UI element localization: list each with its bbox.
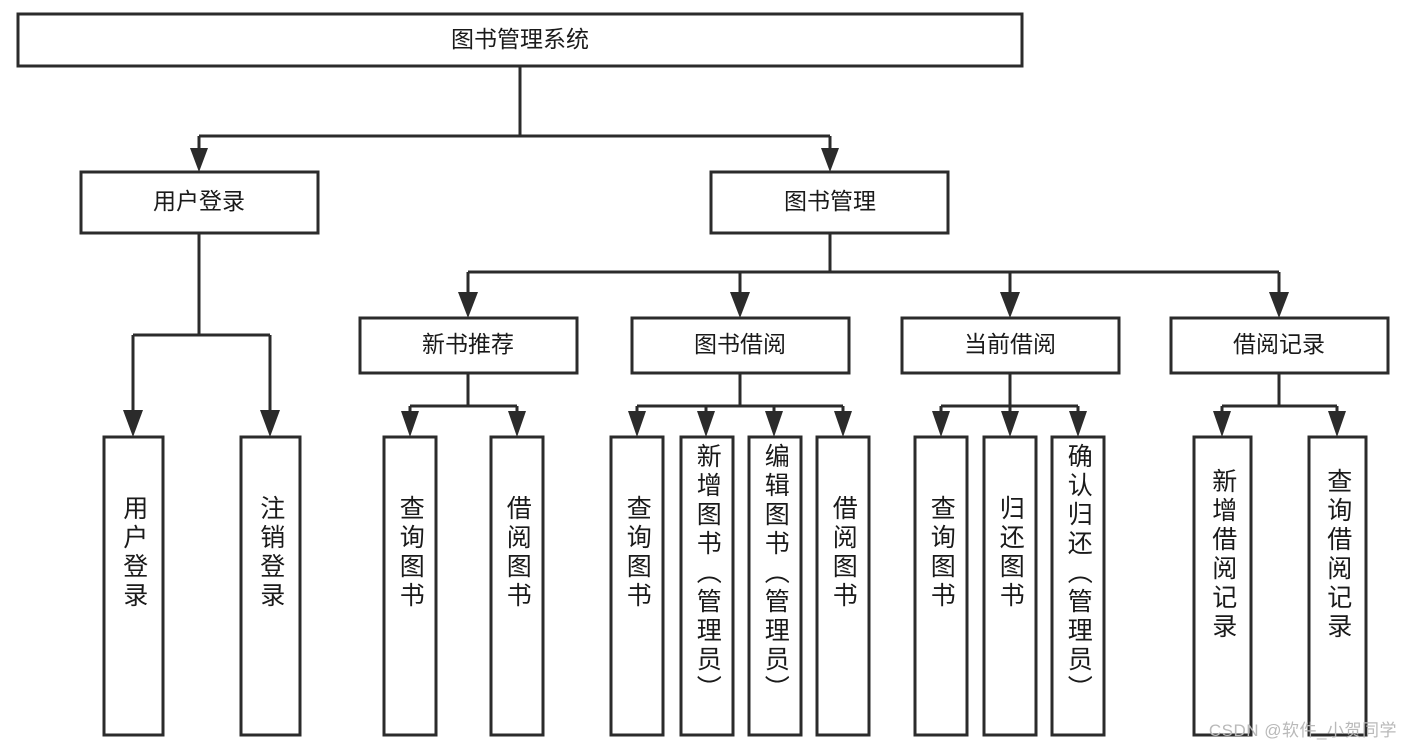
- node-book-borrow[interactable]: 图书借阅: [630, 316, 851, 375]
- leaf-box-4[interactable]: [609, 435, 665, 737]
- arrow-leaf-0: [123, 410, 143, 437]
- book-borrow-label: 图书借阅: [694, 331, 786, 357]
- node-user-login[interactable]: 用户登录: [79, 170, 320, 235]
- arrow-leaf-5: [697, 411, 715, 437]
- leaf-boxes: [102, 435, 1368, 737]
- csdn-watermark: CSDN @软件_小贺同学: [1208, 721, 1397, 740]
- leaf-box-3[interactable]: [489, 435, 545, 737]
- book-borrow-box[interactable]: [630, 316, 851, 375]
- root-label: 图书管理系统: [451, 26, 589, 52]
- leaf-box-7[interactable]: [815, 435, 871, 737]
- leaf-box-8[interactable]: [913, 435, 969, 737]
- arrow-to-book-manage: [821, 148, 839, 172]
- book-management-box[interactable]: [709, 170, 950, 235]
- arrow-leaf-4: [628, 411, 646, 437]
- user-login-label: 用户登录: [153, 188, 245, 214]
- leaf-box-5[interactable]: [679, 435, 735, 737]
- leaf-box-9[interactable]: [982, 435, 1038, 737]
- leaf-box-0[interactable]: [102, 435, 165, 737]
- leaf-box-2[interactable]: [382, 435, 438, 737]
- user-login-box[interactable]: [79, 170, 320, 235]
- arrow-leaf-1: [260, 410, 280, 437]
- new-book-recommend-box[interactable]: [358, 316, 579, 375]
- arrow-l3-2: [1000, 292, 1020, 318]
- borrow-record-box[interactable]: [1169, 316, 1390, 375]
- borrow-record-label: 借阅记录: [1233, 331, 1325, 357]
- arrow-leaf-3: [508, 411, 526, 437]
- current-borrow-label: 当前借阅: [964, 331, 1056, 357]
- node-book-management[interactable]: 图书管理: [709, 170, 950, 235]
- leaf-box-11[interactable]: [1192, 435, 1253, 737]
- arrow-l3-1: [730, 292, 750, 318]
- node-current-borrow[interactable]: 当前借阅: [900, 316, 1121, 375]
- arrow-l3-0: [458, 292, 478, 318]
- root-box[interactable]: [16, 12, 1024, 68]
- node-root[interactable]: 图书管理系统: [16, 12, 1024, 68]
- leaf-box-6[interactable]: [747, 435, 803, 737]
- arrow-leaf-10: [1069, 411, 1087, 437]
- arrow-l3-3: [1269, 292, 1289, 318]
- leaf-box-12[interactable]: [1307, 435, 1368, 737]
- current-borrow-box[interactable]: [900, 316, 1121, 375]
- book-management-label: 图书管理: [784, 188, 876, 214]
- arrow-leaf-12: [1328, 411, 1346, 437]
- node-new-book-recommend[interactable]: 新书推荐: [358, 316, 579, 375]
- arrow-leaf-11: [1213, 411, 1231, 437]
- arrow-leaf-6: [765, 411, 783, 437]
- arrow-leaf-7: [834, 411, 852, 437]
- leaf-box-10[interactable]: [1050, 435, 1106, 737]
- node-borrow-record[interactable]: 借阅记录: [1169, 316, 1390, 375]
- connectors: [123, 66, 1346, 437]
- arrow-to-user-login: [190, 148, 208, 172]
- arrow-leaf-8: [932, 411, 950, 437]
- arrow-leaf-9: [1001, 411, 1019, 437]
- arrow-leaf-2: [401, 411, 419, 437]
- leaf-box-1[interactable]: [239, 435, 302, 737]
- new-book-recommend-label: 新书推荐: [422, 331, 514, 357]
